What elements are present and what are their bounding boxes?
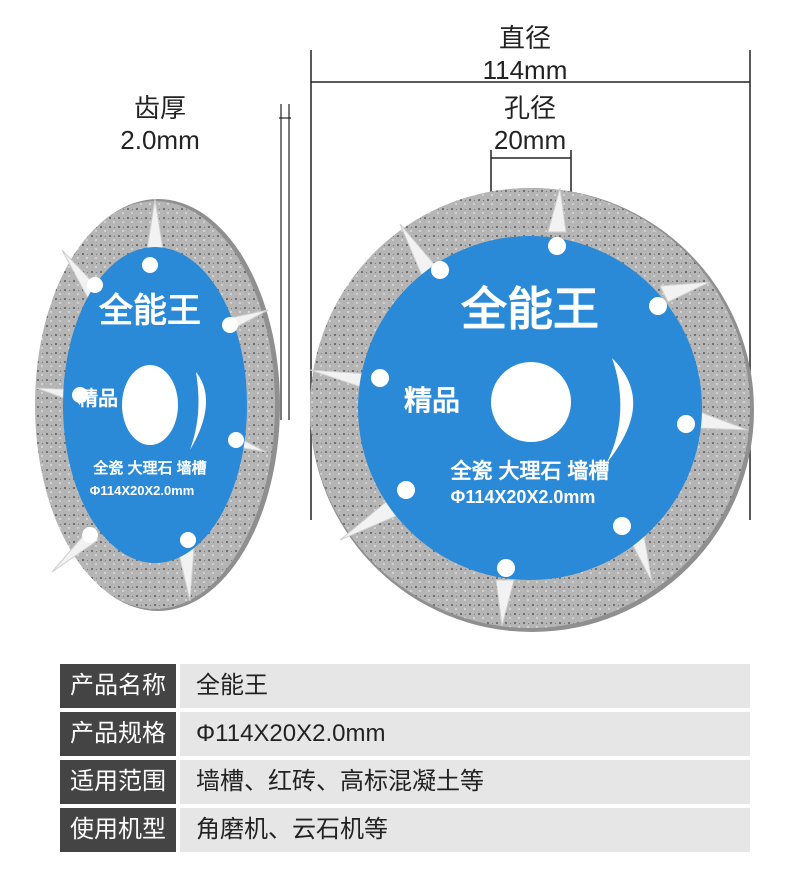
side-spec-text: Φ114X20X2.0mm [90,483,195,498]
diameter-label: 直径 [498,23,551,53]
thickness-label: 齿厚 [133,93,186,123]
spec-key: 产品规格 [60,712,176,756]
side-grade-text: 精品 [78,386,118,410]
spec-table: 产品名称 全能王 产品规格 Φ114X20X2.0mm 适用范围 墙槽、红砖、高… [60,664,750,856]
bore-value: 20mm [493,125,567,155]
front-brand-text: 全能王 [460,284,599,335]
bore-label: 孔径 [503,93,556,123]
spec-value: 全能王 [180,664,750,708]
spec-value: 角磨机、云石机等 [180,808,750,852]
spec-row-usage: 适用范围 墙槽、红砖、高标混凝土等 [60,760,750,804]
spec-key: 适用范围 [60,760,176,804]
thickness-dimension-line [279,104,291,420]
front-grade-text: 精品 [404,385,460,416]
front-uses-text: 全瓷 大理石 墙槽 [450,459,610,483]
blade-front-view [309,187,754,632]
thickness-value: 2.0mm [120,125,200,155]
spec-row-size: 产品规格 Φ114X20X2.0mm [60,712,750,756]
side-brand-text: 全能王 [98,291,201,330]
spec-key: 产品名称 [60,664,176,708]
spec-row-machine: 使用机型 角磨机、云石机等 [60,808,750,852]
blade-side-view [35,198,280,611]
side-uses-text: 全瓷 大理石 墙槽 [92,459,206,477]
spec-value: Φ114X20X2.0mm [180,712,750,756]
spec-row-name: 产品名称 全能王 [60,664,750,708]
blades-illustration: 全能王 精品 全瓷 大理石 墙槽 Φ114X20X2.0mm [35,50,754,632]
diameter-value: 114mm [482,55,568,85]
front-spec-text: Φ114X20X2.0mm [451,487,596,507]
spec-key: 使用机型 [60,808,176,852]
spec-value: 墙槽、红砖、高标混凝土等 [180,760,750,804]
